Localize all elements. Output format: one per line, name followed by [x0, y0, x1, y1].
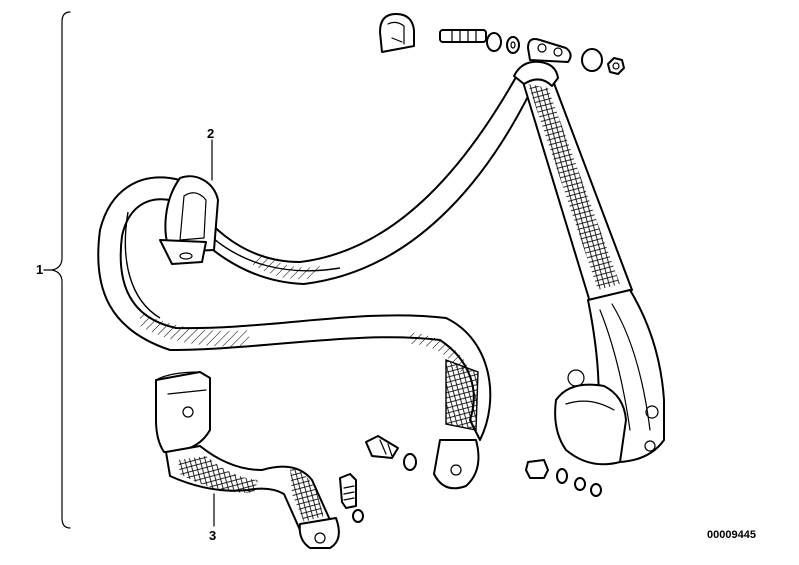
strap-anchor-ring: [513, 60, 559, 87]
retractor-washer-1: [556, 468, 568, 484]
callout-label-3: 3: [209, 528, 216, 543]
lap-anchor-plate: [433, 439, 480, 490]
buckle-washer: [352, 509, 364, 523]
spacer-washer: [486, 32, 502, 52]
anchor-bolt: [439, 29, 487, 43]
upper-anchor-hardware: [379, 13, 625, 75]
retractor-hardware: [525, 459, 602, 497]
anchor-cover: [379, 13, 415, 53]
document-number: 00009445: [707, 529, 756, 541]
belt-buckle: [155, 371, 364, 549]
anchor-plate: [527, 38, 572, 63]
retractor-bolt: [525, 459, 549, 479]
buckle-bolt: [339, 473, 357, 509]
flat-washer: [506, 36, 520, 54]
spacer-bushing: [581, 48, 603, 72]
retractor-housing: [554, 383, 627, 466]
retractor-washer-2: [574, 477, 586, 491]
belt-webbing: [97, 60, 633, 490]
lap-anchor-hardware: [365, 435, 417, 471]
assembly-bracket: [51, 11, 71, 529]
lap-anchor-bolt: [365, 435, 399, 459]
latch-tongue: [159, 239, 207, 265]
retractor-washer-3: [590, 483, 602, 497]
lap-anchor-washer: [403, 453, 417, 471]
belt-retractor: [554, 289, 665, 466]
hex-nut: [607, 57, 625, 75]
callout-label-2: 2: [207, 126, 214, 141]
callout-label-1: 1: [36, 262, 43, 277]
